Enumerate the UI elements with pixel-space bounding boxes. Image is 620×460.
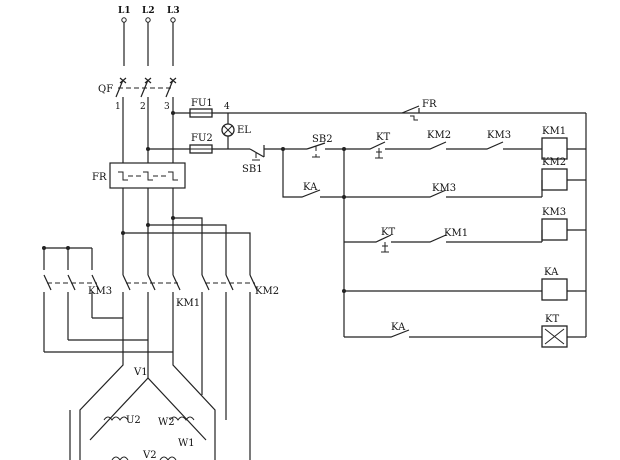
coil-KA xyxy=(541,278,568,301)
coil-KM1 xyxy=(541,137,568,160)
node-1: 1 xyxy=(115,102,121,112)
label-KM3-rung1: KM3 xyxy=(487,130,511,141)
terminal-L2 xyxy=(145,17,151,23)
label-L2: L2 xyxy=(142,6,155,16)
label-KM2-coil: KM2 xyxy=(542,157,566,168)
coil-KM2 xyxy=(541,168,568,191)
label-KM3-coil: KM3 xyxy=(542,207,566,218)
label-KM1-rung3: KM1 xyxy=(444,228,468,239)
label-L1: L1 xyxy=(118,6,131,16)
label-KA-rung5: KA xyxy=(391,322,406,333)
label-SB2: SB2 xyxy=(312,134,333,145)
label-QF: QF xyxy=(98,84,113,95)
label-KT-rung3: KT xyxy=(381,227,395,238)
label-SB1: SB1 xyxy=(242,164,263,175)
label-KM1-contacts: KM1 xyxy=(176,298,200,309)
label-KM3-rung2: KM3 xyxy=(432,183,456,194)
label-W2: W2 xyxy=(158,417,175,428)
label-FU2: FU2 xyxy=(191,133,213,144)
supply-terminals: L1 L2 L3 xyxy=(118,6,180,66)
label-V1: V1 xyxy=(133,367,148,378)
winding-U xyxy=(103,416,129,421)
node-3: 3 xyxy=(164,102,170,112)
label-EL: EL xyxy=(237,125,251,136)
label-U2: U2 xyxy=(126,415,141,426)
node-2: 2 xyxy=(140,102,146,112)
label-KM3-contacts: KM3 xyxy=(88,286,112,297)
node-4: 4 xyxy=(224,102,230,112)
label-V2: V2 xyxy=(142,450,157,460)
breaker-QF: QF 1 2 3 xyxy=(98,77,177,163)
main-contactors: KM1 KM2 KM3 xyxy=(42,216,279,380)
label-KT-rung1: KT xyxy=(376,132,390,143)
label-KA-seal: KA xyxy=(303,182,318,193)
label-KA-coil: KA xyxy=(544,267,559,278)
label-FR-main: FR xyxy=(92,172,107,183)
label-L3: L3 xyxy=(167,6,180,16)
thermal-overload-FR: FR xyxy=(92,162,186,260)
winding-W xyxy=(169,416,195,421)
label-KM2-contacts: KM2 xyxy=(255,286,279,297)
winding-V xyxy=(111,456,177,460)
terminal-L3 xyxy=(170,17,176,23)
label-FU1: FU1 xyxy=(191,98,213,109)
label-W1: W1 xyxy=(178,438,195,449)
label-FR-control: FR xyxy=(422,99,437,110)
control-circuit: FR SB1 SB2 KA KT KM2 KM3 KM1 KM3 KM2 xyxy=(242,99,587,348)
motor-windings: V1 U2 W2 W1 V2 xyxy=(69,330,251,460)
coil-KM3 xyxy=(541,218,568,241)
label-KT-coil: KT xyxy=(545,314,559,325)
label-KM1-coil: KM1 xyxy=(542,126,566,137)
terminal-L1 xyxy=(121,17,127,23)
label-KM2-rung1: KM2 xyxy=(427,130,451,141)
control-fuses: FU1 4 FU2 EL xyxy=(146,98,586,154)
